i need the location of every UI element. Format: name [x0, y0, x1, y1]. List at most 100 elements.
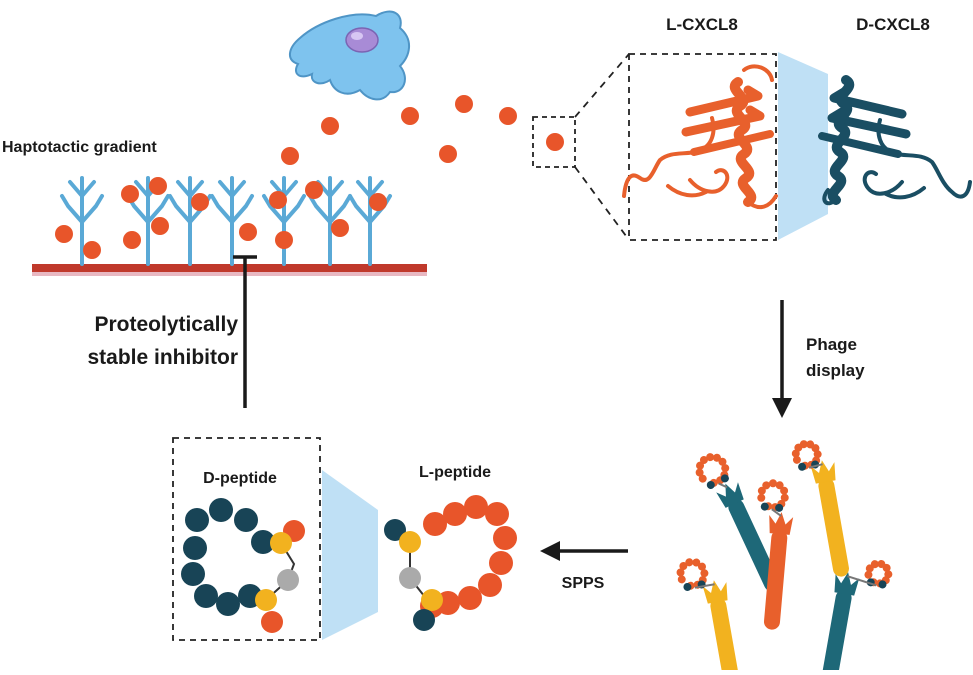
l-peptide-bead: [464, 495, 488, 519]
l-peptide-bead: [413, 609, 435, 631]
phage-body: [818, 477, 849, 577]
chemokine-group: [55, 95, 517, 259]
d-peptide-bead: [181, 562, 205, 586]
l-peptide-bead: [399, 567, 421, 589]
peptide-bead: [695, 468, 704, 477]
d-peptide-bead: [209, 498, 233, 522]
chemokine-dot: [401, 107, 419, 125]
peptide-bead: [676, 568, 685, 577]
chemokine-dot: [55, 225, 73, 243]
peptide-bead: [699, 456, 708, 465]
d-peptide-structure: [181, 498, 305, 633]
peptide-bead: [700, 569, 709, 578]
phage-tip: [702, 580, 728, 604]
d-peptide-bead: [251, 530, 275, 554]
l-peptide-bead: [421, 589, 443, 611]
d-peptide-bead: [183, 536, 207, 560]
chemokine-dot: [121, 185, 139, 203]
receptor: [348, 176, 392, 266]
peptide-bead: [799, 440, 808, 449]
peptide-bead: [798, 462, 807, 471]
receptor: [168, 176, 212, 266]
phage: [676, 558, 741, 675]
l-cxcl8-structure: [622, 64, 778, 210]
peptide-bead: [720, 474, 729, 483]
cell-membrane: [32, 264, 427, 276]
l-peptide-bead: [485, 502, 509, 526]
d-cxcl8-label: D-CXCL8: [856, 15, 930, 34]
phage-tip: [716, 482, 744, 508]
peptide-bead: [792, 455, 801, 464]
zoom-target-box: [628, 53, 777, 241]
chemokine-dot: [151, 217, 169, 235]
chemokine-dot: [321, 117, 339, 135]
phage-body: [763, 529, 788, 630]
peptide-bead: [718, 457, 727, 466]
chemokine-dot: [123, 231, 141, 249]
peptide-bead: [760, 502, 769, 511]
inhibition-bar-icon: [233, 255, 257, 408]
chemokine-dot: [455, 95, 473, 113]
receptor: [60, 176, 104, 266]
phage: [695, 453, 780, 592]
phage-body: [710, 597, 741, 675]
linker: [808, 463, 823, 469]
l-peptide-label: L-peptide: [419, 464, 491, 481]
peptide-bead: [768, 479, 777, 488]
mirror-plane-bottom: [322, 470, 378, 640]
chemokine-dot: [269, 191, 287, 209]
zoom-lines: [574, 53, 630, 241]
peptide-bead: [884, 570, 893, 579]
peptide-bead: [696, 461, 705, 470]
peptide-bead: [878, 580, 887, 589]
chemokine-dot: [331, 219, 349, 237]
peptide-bead: [698, 562, 707, 571]
chemokine-dot: [191, 193, 209, 211]
peptide-bead: [780, 493, 789, 502]
l-peptide-bead: [478, 573, 502, 597]
receptor: [210, 176, 254, 266]
nucleus: [345, 27, 379, 53]
mirror-plane-top: [778, 52, 828, 240]
chemokine-dot: [439, 145, 457, 163]
immune-cell-icon: [289, 10, 410, 101]
haptotactic-label: Haptotactic gradient: [2, 139, 157, 156]
linker: [847, 575, 877, 587]
d-peptide-box: [172, 437, 321, 641]
phage-group: [676, 440, 893, 675]
linker: [694, 583, 715, 589]
d-peptide-bead: [270, 532, 292, 554]
linker: [718, 482, 728, 489]
chemokine-dot: [369, 193, 387, 211]
d-peptide-bead: [194, 584, 218, 608]
d-peptide-label: D-peptide: [203, 470, 277, 487]
peptide-bead: [757, 486, 766, 495]
peptide-bead: [882, 563, 891, 572]
peptide-bead: [683, 582, 692, 591]
d-peptide-bead: [185, 508, 209, 532]
phage: [757, 479, 794, 630]
peptide-bead: [811, 444, 820, 453]
l-peptide-bead: [489, 551, 513, 575]
phage-body: [821, 589, 852, 675]
d-peptide-bead: [261, 611, 283, 633]
peptide-bead: [870, 560, 879, 569]
inhibitor-label-line2: stable inhibitor: [87, 346, 238, 369]
spps-label: SPPS: [562, 575, 605, 592]
peptide-bead: [780, 486, 789, 495]
phage-tip: [834, 572, 860, 596]
zoomed-chemokine: [546, 133, 564, 151]
peptide-bead: [706, 453, 715, 462]
inhibitor-label-line1: Proteolytically: [94, 313, 238, 336]
phage: [791, 440, 849, 577]
receptor: [262, 176, 306, 266]
chemokine-dot: [239, 223, 257, 241]
chemokine-dot: [305, 181, 323, 199]
receptor: [308, 176, 352, 266]
l-cxcl8-label: L-CXCL8: [666, 15, 738, 34]
linker: [771, 508, 782, 517]
chemokine-dot: [83, 241, 101, 259]
peptide-bead: [775, 481, 784, 490]
phage-body: [728, 499, 780, 592]
